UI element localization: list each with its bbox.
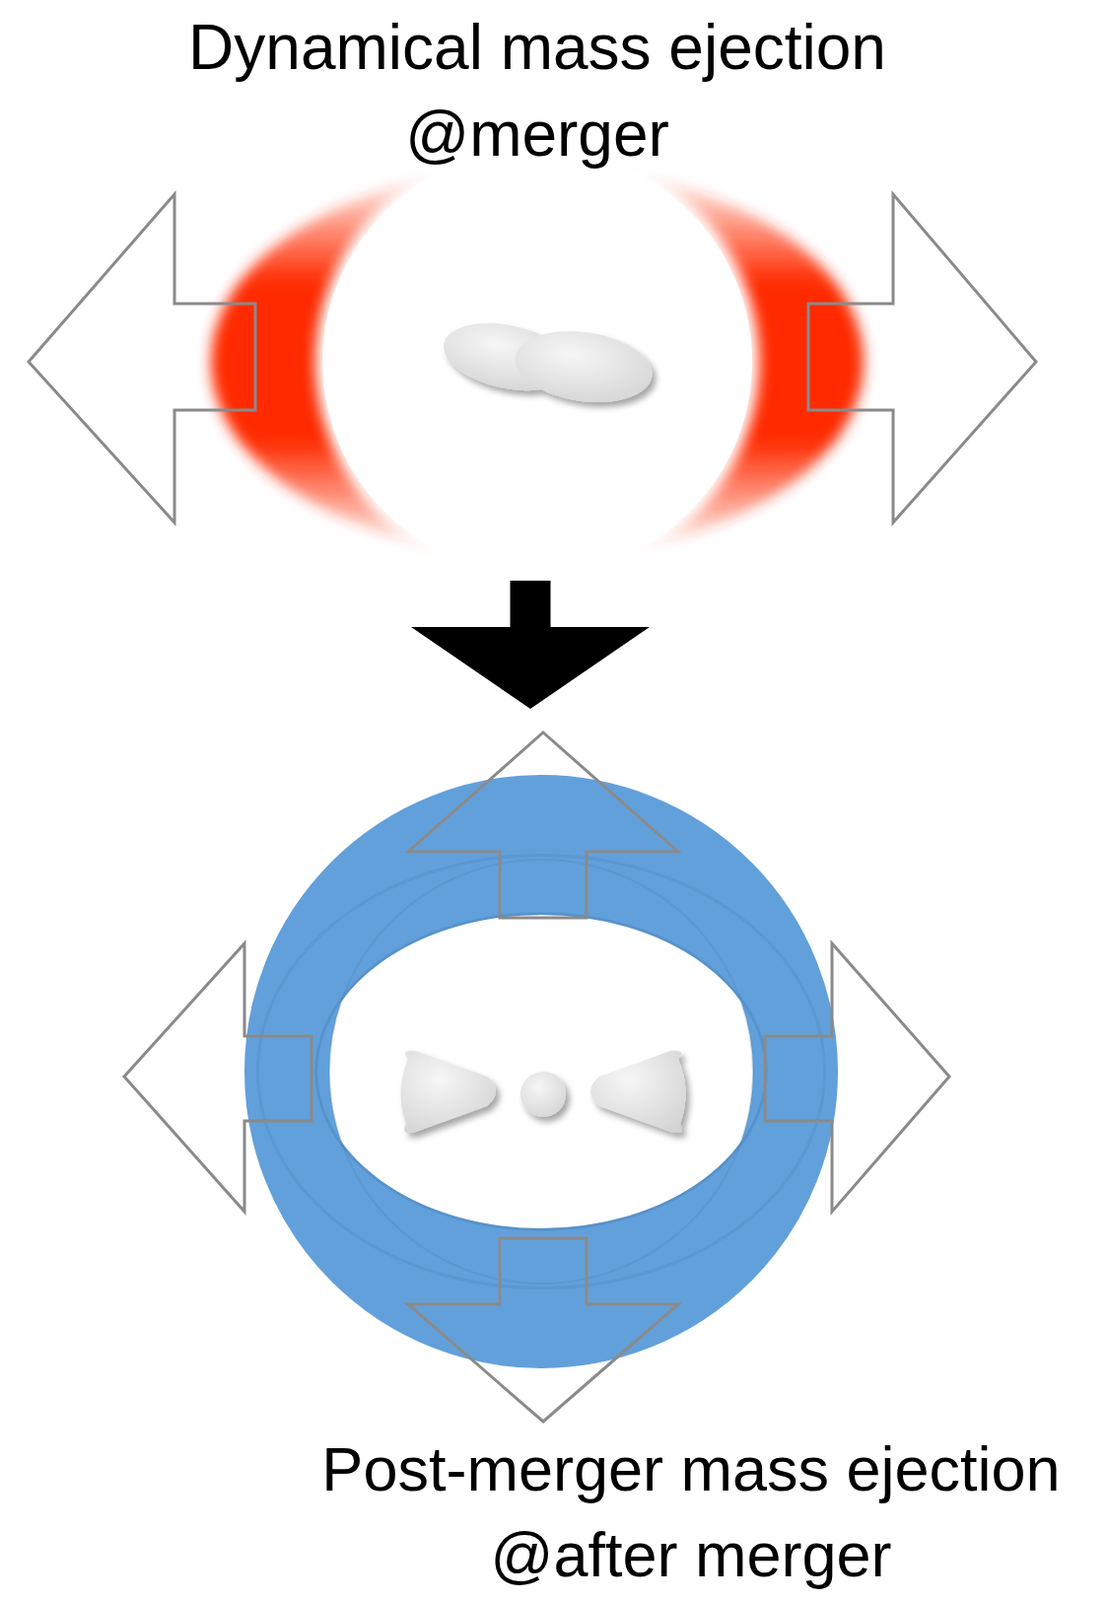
figure-caption: Dynamical mass ejection @merger <box>162 3 912 178</box>
dynamical-ejecta <box>210 142 864 581</box>
merging-stars <box>437 312 657 411</box>
process-arrow <box>411 580 650 709</box>
outflow-arrow <box>28 194 1037 523</box>
arrow-head <box>411 626 650 709</box>
arrow-shaft <box>510 580 552 629</box>
ejecta-figure: Dynamical mass ejection @merger <box>210 167 864 556</box>
figure-caption: Post-merger mass ejection @after merger <box>296 1426 1086 1598</box>
post-merger-ejecta <box>286 817 796 1326</box>
remnant <box>400 1050 686 1133</box>
outflow-arrow <box>124 732 950 1422</box>
ejecta-figure: Post-merger mass ejection @after merger <box>124 732 950 1422</box>
